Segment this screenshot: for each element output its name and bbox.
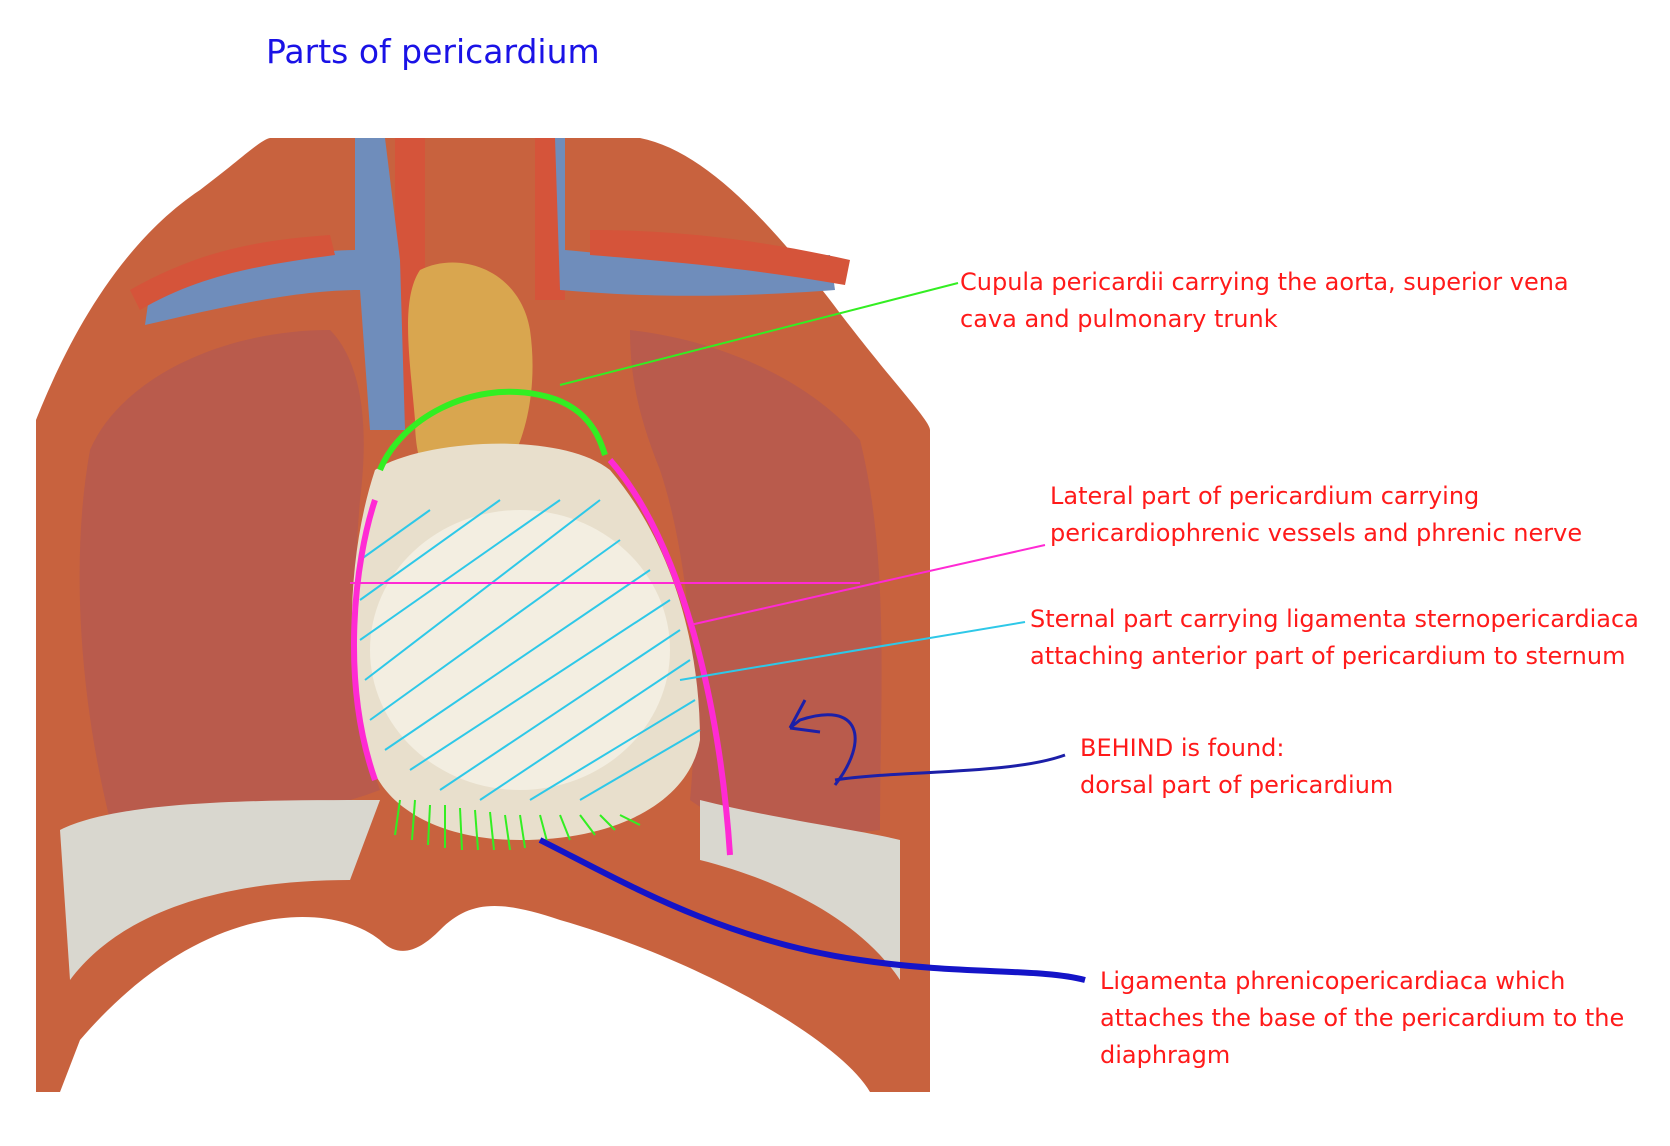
cupula-leader-line — [559, 282, 959, 386]
lateral-leader-line — [689, 544, 1046, 626]
lateral-outline-left — [607, 458, 733, 856]
ligamenta-label-line-3: diaphragm — [1100, 1041, 1231, 1069]
dorsal-label: BEHIND is found: dorsal part of pericard… — [1080, 730, 1393, 804]
dorsal-leader-line — [834, 753, 1066, 782]
cupula-outline — [377, 388, 608, 472]
left-lung — [630, 330, 882, 834]
sternal-label-line-1: Sternal part carrying ligamenta sternope… — [1030, 605, 1639, 633]
dorsal-label-line-1: BEHIND is found: — [1080, 734, 1285, 762]
cupula-label: Cupula pericardii carrying the aorta, su… — [960, 264, 1569, 338]
cupula-label-line-2: cava and pulmonary trunk — [960, 305, 1278, 333]
lateral-label-line-1: Lateral part of pericardium carrying — [1050, 482, 1480, 510]
cupula-label-line-1: Cupula pericardii carrying the aorta, su… — [960, 268, 1569, 296]
diagram-title: Parts of pericardium — [266, 32, 600, 71]
ligamenta-leader-line — [538, 837, 1086, 983]
dorsal-label-line-2: dorsal part of pericardium — [1080, 771, 1394, 799]
left-pleura — [700, 800, 900, 980]
superior-vena-cava — [145, 138, 405, 430]
lateral-label-line-2: pericardiophrenic vessels and phrenic ne… — [1050, 519, 1583, 547]
thymus — [408, 262, 533, 502]
heart-highlight — [370, 510, 670, 790]
right-lung — [79, 330, 380, 824]
sternal-label-line-2: attaching anterior part of pericardium t… — [1030, 642, 1626, 670]
ligamenta-label: Ligamenta phrenicopericardiaca which att… — [1100, 963, 1624, 1074]
ligamenta-label-line-1: Ligamenta phrenicopericardiaca which — [1100, 967, 1566, 995]
right-pleura — [60, 800, 380, 980]
ligamenta-label-line-2: attaches the base of the pericardium to … — [1100, 1004, 1625, 1032]
subclavian-artery-right — [590, 230, 850, 285]
ligamenta-hatching — [394, 799, 641, 851]
sternal-leader-line — [679, 621, 1026, 681]
sternal-label: Sternal part carrying ligamenta sternope… — [1030, 601, 1639, 675]
lateral-outline-right — [351, 499, 378, 781]
subclavian-artery-left — [130, 235, 335, 310]
dorsal-curved-arrow — [788, 699, 857, 786]
lateral-label: Lateral part of pericardium carrying per… — [1050, 478, 1582, 552]
